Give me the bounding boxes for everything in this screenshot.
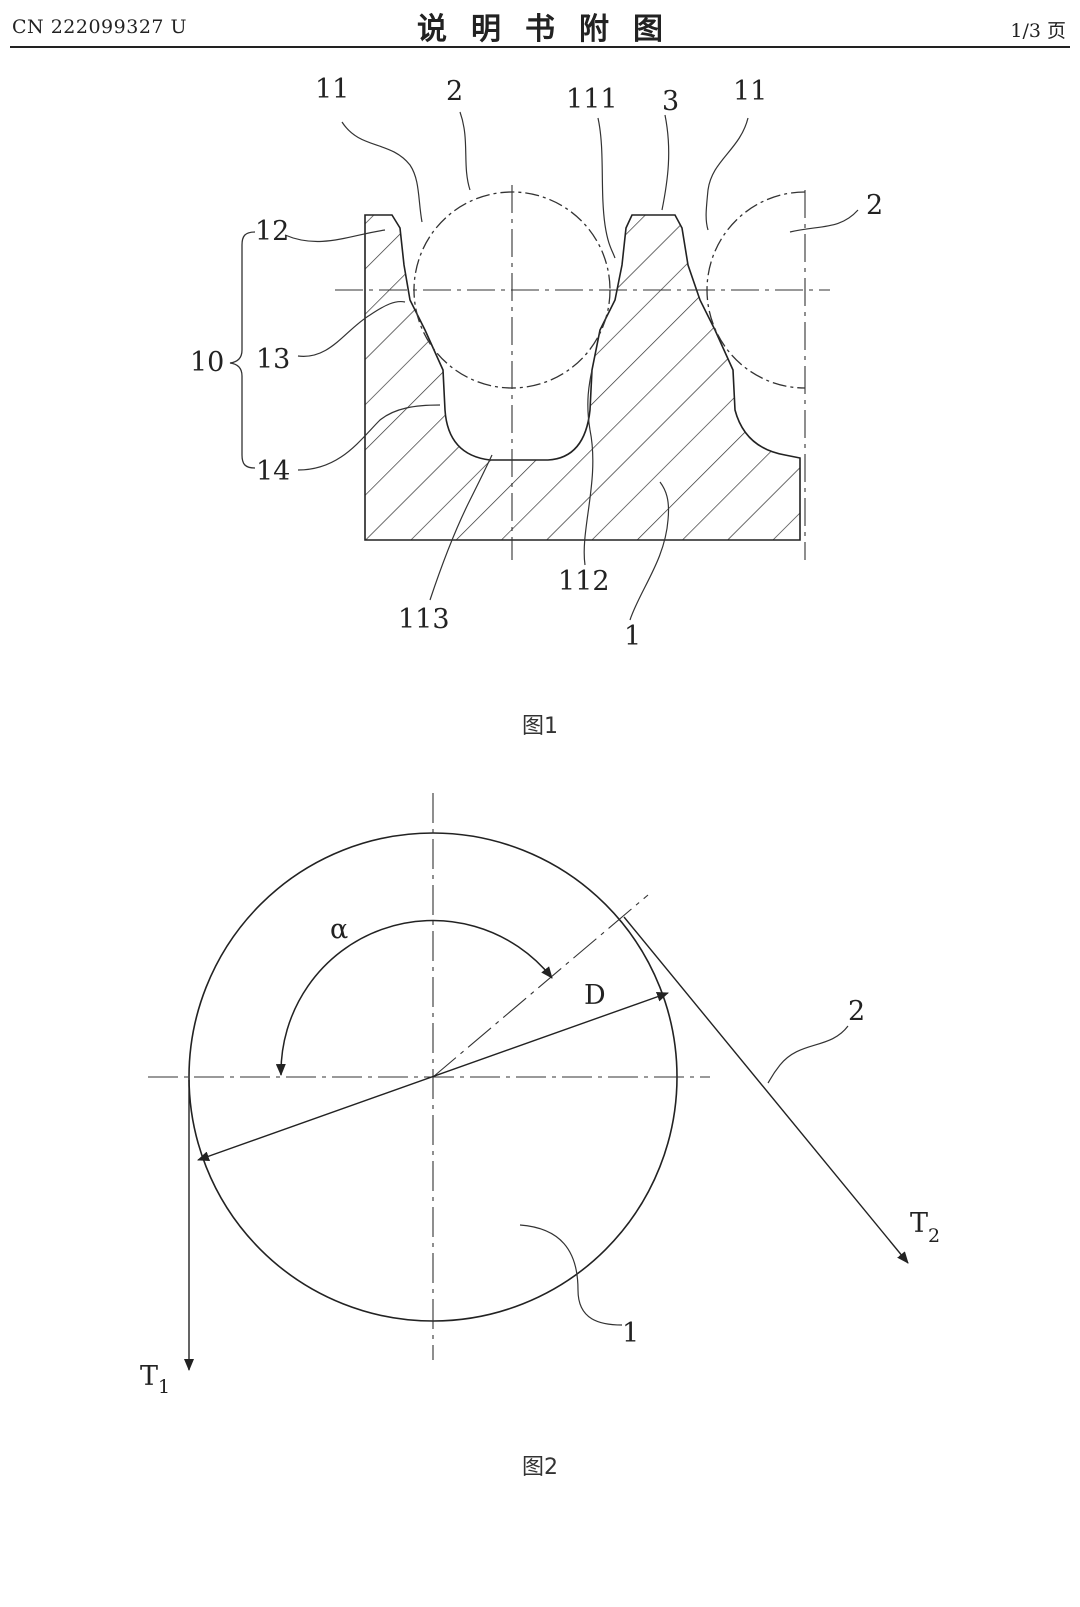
- label-alpha: α: [330, 914, 348, 945]
- label-12: 12: [255, 216, 289, 247]
- label-14: 14: [256, 456, 290, 487]
- svg-text:2: 2: [928, 1225, 940, 1247]
- figure-1-drawing: 11 2 111 3 11 2 12 10 13 14 113 112 1: [190, 74, 883, 652]
- header-rule: [10, 46, 1070, 48]
- label-T2: T 2: [910, 1208, 940, 1247]
- page-title: 说明书附图: [417, 12, 687, 47]
- label-2-left: 2: [446, 76, 463, 107]
- label-3: 3: [662, 86, 679, 117]
- label-10: 10: [190, 347, 224, 378]
- angle-alpha-arc: [275, 919, 553, 1076]
- publication-number: CN 222099327 U: [12, 16, 188, 38]
- diameter-line: [197, 991, 669, 1162]
- label-1: 1: [624, 621, 641, 652]
- figure-1-labels: 11 2 111 3 11 2 12 10 13 14 113 112 1: [190, 74, 883, 652]
- tension-t2: [623, 916, 909, 1264]
- label-T1: T 1: [140, 1361, 170, 1398]
- label-111: 111: [566, 84, 618, 115]
- label-11-right: 11: [733, 76, 767, 107]
- hatched-body: [364, 214, 801, 541]
- drum-circle: [188, 832, 678, 1322]
- fig2-leaders: [519, 1025, 849, 1326]
- figure-2-caption: 图2: [522, 1455, 558, 1480]
- svg-text:1: 1: [158, 1376, 170, 1398]
- svg-text:T: T: [140, 1361, 158, 1392]
- fig2-center-lines: [148, 793, 710, 1360]
- bracket-10: [229, 231, 256, 469]
- label-D: D: [584, 980, 606, 1011]
- svg-text:T: T: [910, 1208, 928, 1239]
- label-11-left: 11: [315, 74, 349, 105]
- page-header: CN 222099327 U 说明书附图 1/3 页: [0, 0, 1080, 50]
- figure-1-caption: 图1: [522, 714, 558, 739]
- label-112: 112: [558, 566, 610, 597]
- page-number: 1/3 页: [1010, 20, 1066, 42]
- center-lines: [335, 185, 830, 560]
- label-113: 113: [398, 604, 450, 635]
- label-2: 2: [848, 996, 865, 1027]
- label-13: 13: [256, 344, 290, 375]
- figure-2-labels: α D 2 1 T 1 T 2: [140, 914, 940, 1398]
- leader-lines: [284, 111, 859, 621]
- label-1: 1: [622, 1318, 639, 1349]
- label-2-right: 2: [866, 190, 883, 221]
